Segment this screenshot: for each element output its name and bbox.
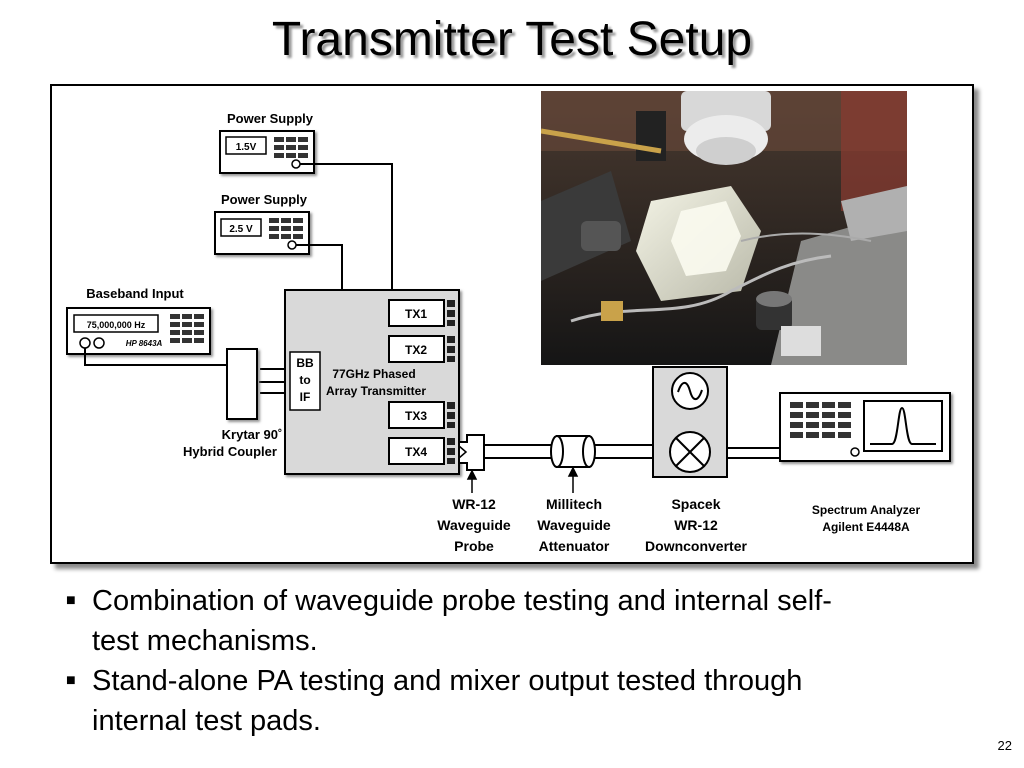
waveguide-attenuator (550, 435, 596, 468)
probe-line1: WR-12 (452, 496, 496, 512)
power-supply-1-value: 1.5V (236, 142, 257, 153)
downconverter-line2: WR-12 (674, 517, 718, 533)
coupler-line1: Krytar 90˚ (222, 427, 283, 442)
downconverter-line3: Downconverter (645, 538, 747, 554)
tx2-label: TX2 (405, 343, 427, 357)
analyzer-line1: Spectrum Analyzer (812, 503, 921, 517)
analyzer-line2: Agilent E4448A (822, 520, 910, 534)
tx4-label: TX4 (405, 445, 427, 459)
power-supply-1-label: Power Supply (227, 111, 314, 126)
baseband-input-label: Baseband Input (86, 286, 184, 301)
block-diagram: Power Supply 1.5V Power Supply 2.5 V (66, 111, 951, 554)
slide-title: Transmitter Test Setup (271, 13, 753, 66)
spectrum-analyzer (779, 392, 951, 462)
probe-line3: Probe (454, 538, 494, 554)
page-number: 22 (997, 738, 1012, 753)
tx3-label: TX3 (405, 409, 427, 423)
baseband-display: 75,000,000 Hz (87, 320, 146, 330)
probe-line2: Waveguide (437, 517, 511, 533)
power-wires (84, 163, 393, 394)
baseband-model: HP 8643A (126, 339, 163, 348)
bullet-item: ■ Combination of waveguide probe testing… (66, 581, 986, 621)
downconverter (652, 366, 728, 478)
attenuator-line1: Millitech (546, 496, 602, 512)
tx1-label: TX1 (405, 307, 427, 321)
bullet-text-continuation: internal test pads. (92, 705, 321, 737)
power-supply-2-label: Power Supply (221, 192, 308, 207)
power-supply-1: Power Supply 1.5V (219, 111, 315, 174)
transmitter-line2: Array Transmitter (326, 384, 426, 398)
bb-to-if-line1: BB (296, 356, 314, 370)
probe-station-photo (541, 91, 907, 365)
bullet-text: Stand-alone PA testing and mixer output … (92, 665, 803, 697)
bullet-item: test mechanisms. (66, 621, 986, 661)
waveguide-probe (458, 434, 485, 471)
bb-to-if-line3: IF (300, 390, 311, 404)
label-arrows (466, 466, 579, 493)
attenuator-line2: Waveguide (537, 517, 611, 533)
bb-to-if-line2: to (299, 373, 310, 387)
tx-port-4: TX4 (388, 437, 455, 465)
downconverter-line1: Spacek (671, 496, 720, 512)
bullet-text-continuation: test mechanisms. (92, 625, 318, 657)
phased-array-transmitter: BB to IF 77GHz Phased Array Transmitter … (284, 289, 460, 475)
waveguide-lines (484, 416, 779, 459)
coupler-line2: Hybrid Coupler (183, 444, 277, 459)
attenuator-line3: Attenuator (539, 538, 610, 554)
tx-port-1: TX1 (388, 299, 455, 327)
power-supply-2-value: 2.5 V (229, 224, 253, 235)
bullet-item: internal test pads. (66, 701, 986, 741)
hybrid-coupler: Krytar 90˚ Hybrid Coupler (183, 348, 283, 459)
tx-port-3: TX3 (388, 401, 455, 429)
power-supply-2: Power Supply 2.5 V (214, 192, 310, 255)
transmitter-line1: 77GHz Phased (332, 367, 415, 381)
setup-figure: Power Supply 1.5V Power Supply 2.5 V (50, 84, 974, 564)
square-bullet-icon: ■ (66, 592, 76, 609)
tx-port-2: TX2 (388, 335, 455, 363)
bullet-list: ■ Combination of waveguide probe testing… (66, 581, 986, 741)
bullet-item: ■ Stand-alone PA testing and mixer outpu… (66, 661, 986, 701)
bullet-text: Combination of waveguide probe testing a… (92, 585, 832, 617)
baseband-generator: Baseband Input 75,000,000 Hz HP 8643A (66, 286, 211, 355)
square-bullet-icon: ■ (66, 672, 76, 689)
